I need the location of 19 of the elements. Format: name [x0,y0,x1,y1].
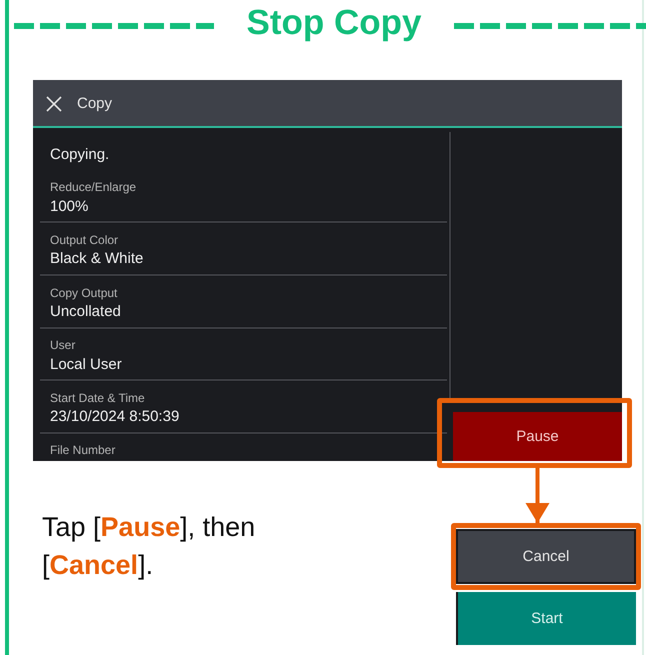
setting-name: Start Date & Time [50,391,145,405]
status-text: Copying. [50,146,110,163]
setting-value: Uncollated [50,303,121,320]
title: Stop Copy [246,3,422,43]
setting-name: Output Color [50,233,118,247]
setting-name: Reduce/Enlarge [50,180,136,194]
setting-name: Copy Output [50,286,118,300]
setting-value: Local User [50,356,122,373]
setting-name: File Number [50,443,116,457]
setting-value: 23/10/2024 8:50:39 [50,408,180,425]
setting-value: 100% [50,198,88,215]
setting-value: Black & White [50,250,144,267]
cancel-button: Cancel [456,529,636,584]
pause-button: Pause [453,412,622,461]
header-title: Copy [77,95,112,112]
start-button: Start [456,592,636,645]
instruction-text: Tap [Pause], then [Cancel]. [42,511,256,582]
arrow [526,468,550,523]
setting-name: User [50,338,76,352]
